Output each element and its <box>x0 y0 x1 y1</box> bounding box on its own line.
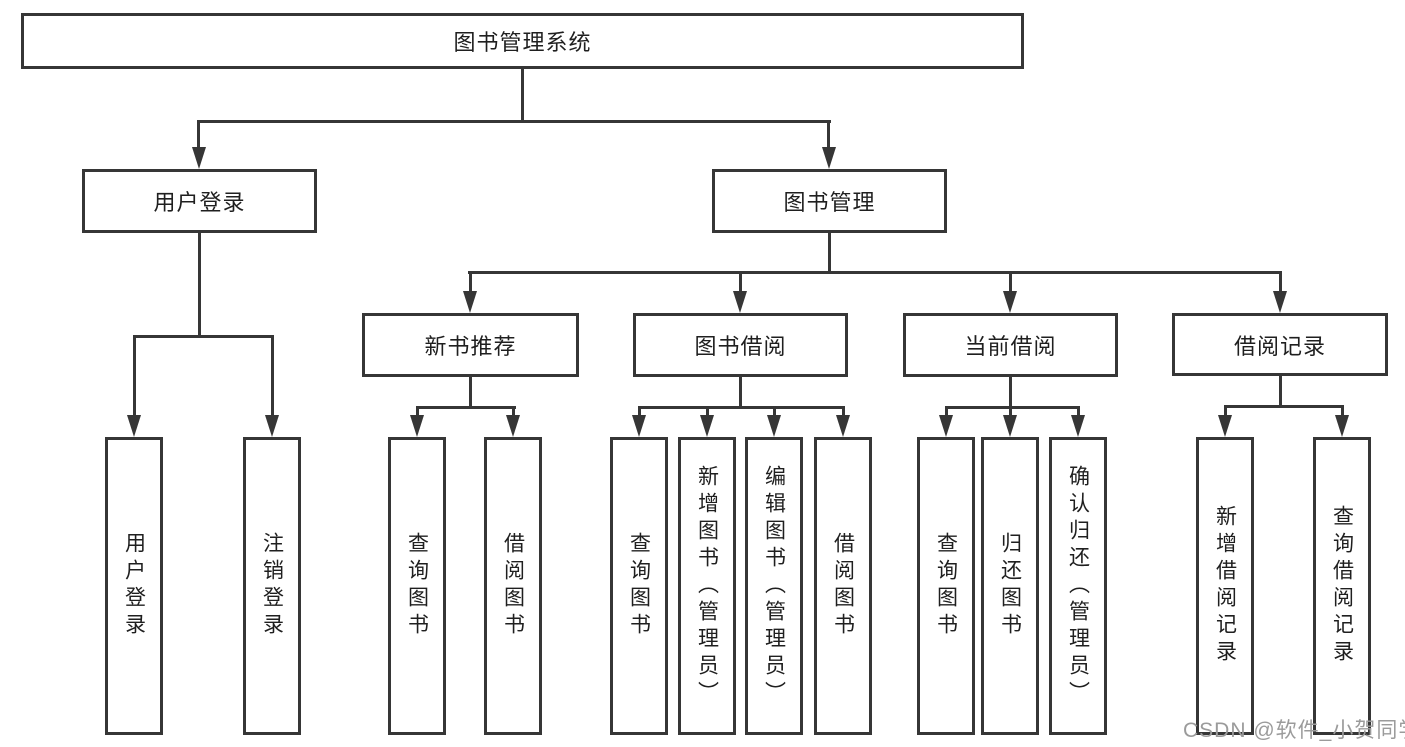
node-label: 图书管理 <box>783 190 876 215</box>
edge-line <box>133 335 136 417</box>
arrowhead-down-icon <box>1003 291 1017 313</box>
leaf-label: 新增图书（管理员） <box>695 464 719 708</box>
leaf-label: 查询图书 <box>934 532 958 640</box>
leaf-add-book-admin: 新增图书（管理员） <box>678 437 736 735</box>
edge-line <box>739 375 742 408</box>
leaf-label: 查询图书 <box>627 532 651 640</box>
edge-line <box>1224 405 1227 418</box>
leaf-borrow-book: 借阅图书 <box>814 437 872 735</box>
edge-line <box>197 120 831 123</box>
node-new-book-recommend: 新书推荐 <box>362 313 579 377</box>
arrowhead-down-icon <box>1003 415 1017 437</box>
edge-line <box>638 406 845 409</box>
edge-line <box>469 375 472 408</box>
leaf-borrow-book-recommend: 借阅图书 <box>484 437 542 735</box>
arrowhead-down-icon <box>632 415 646 437</box>
leaf-label: 用户登录 <box>122 532 146 640</box>
edge-line <box>1279 374 1282 407</box>
edge-line <box>638 406 641 418</box>
arrowhead-down-icon <box>1273 291 1287 313</box>
arrowhead-down-icon <box>939 415 953 437</box>
node-current-borrow: 当前借阅 <box>903 313 1118 377</box>
arrowhead-down-icon <box>822 147 836 169</box>
leaf-label: 归还图书 <box>998 532 1022 640</box>
edge-line <box>773 406 776 418</box>
leaf-label: 新增借阅记录 <box>1213 505 1237 667</box>
arrowhead-down-icon <box>410 415 424 437</box>
edge-line <box>1341 405 1344 418</box>
leaf-query-borrow-record: 查询借阅记录 <box>1313 437 1371 735</box>
edge-line <box>945 406 1079 409</box>
node-label: 新书推荐 <box>424 334 517 359</box>
leaf-label: 查询图书 <box>405 532 429 640</box>
edge-line <box>1009 406 1012 418</box>
edge-line <box>521 67 524 123</box>
leaf-query-book-recommend: 查询图书 <box>388 437 446 735</box>
leaf-user-login: 用户登录 <box>105 437 163 735</box>
leaf-return-book: 归还图书 <box>981 437 1039 735</box>
arrowhead-down-icon <box>506 415 520 437</box>
edge-line <box>739 271 742 293</box>
node-label: 当前借阅 <box>964 334 1057 359</box>
edge-line <box>945 406 948 418</box>
leaf-label: 注销登录 <box>260 532 284 640</box>
edge-line <box>416 406 516 409</box>
node-borrow-record: 借阅记录 <box>1172 313 1388 376</box>
edge-line <box>842 406 845 418</box>
leaf-label: 借阅图书 <box>501 532 525 640</box>
arrowhead-down-icon <box>836 415 850 437</box>
edge-line <box>197 120 200 150</box>
leaf-label: 查询借阅记录 <box>1330 505 1354 667</box>
csdn-watermark: CSDN @软件_小贺同学 <box>1183 719 1405 742</box>
node-root-library-system: 图书管理系统 <box>21 13 1024 69</box>
arrowhead-down-icon <box>767 415 781 437</box>
node-label: 用户登录 <box>153 190 246 215</box>
edge-line <box>468 271 1282 274</box>
edge-line <box>133 335 274 338</box>
edge-line <box>416 406 419 418</box>
leaf-logout: 注销登录 <box>243 437 301 735</box>
node-book-borrow: 图书借阅 <box>633 313 848 377</box>
arrowhead-down-icon <box>127 415 141 437</box>
edge-line <box>512 406 515 418</box>
arrowhead-down-icon <box>463 291 477 313</box>
edge-line <box>828 231 831 273</box>
edge-line <box>706 406 709 418</box>
node-label: 图书借阅 <box>694 334 787 359</box>
node-label: 借阅记录 <box>1233 333 1326 359</box>
edge-line <box>469 271 472 293</box>
edge-line <box>1077 406 1080 418</box>
edge-line <box>827 120 830 150</box>
node-label: 图书管理系统 <box>453 30 592 55</box>
leaf-label: 借阅图书 <box>831 532 855 640</box>
edge-line <box>1224 405 1344 408</box>
leaf-query-book-current: 查询图书 <box>917 437 975 735</box>
node-book-management-branch: 图书管理 <box>712 169 947 233</box>
edge-line <box>1279 271 1282 293</box>
edge-line <box>271 335 274 417</box>
leaf-edit-book-admin: 编辑图书（管理员） <box>745 437 803 735</box>
leaf-confirm-return-admin: 确认归还（管理员） <box>1049 437 1107 735</box>
arrowhead-down-icon <box>1335 415 1349 437</box>
arrowhead-down-icon <box>265 415 279 437</box>
node-user-login-branch: 用户登录 <box>82 169 317 233</box>
arrowhead-down-icon <box>1071 415 1085 437</box>
leaf-label: 编辑图书（管理员） <box>762 464 786 708</box>
leaf-add-borrow-record: 新增借阅记录 <box>1196 437 1254 735</box>
arrowhead-down-icon <box>700 415 714 437</box>
edge-line <box>1009 271 1012 293</box>
arrowhead-down-icon <box>733 291 747 313</box>
leaf-query-book-borrow: 查询图书 <box>610 437 668 735</box>
leaf-label: 确认归还（管理员） <box>1066 464 1090 708</box>
edge-line <box>198 231 201 338</box>
arrowhead-down-icon <box>1218 415 1232 437</box>
edge-line <box>1009 375 1012 408</box>
arrowhead-down-icon <box>192 147 206 169</box>
